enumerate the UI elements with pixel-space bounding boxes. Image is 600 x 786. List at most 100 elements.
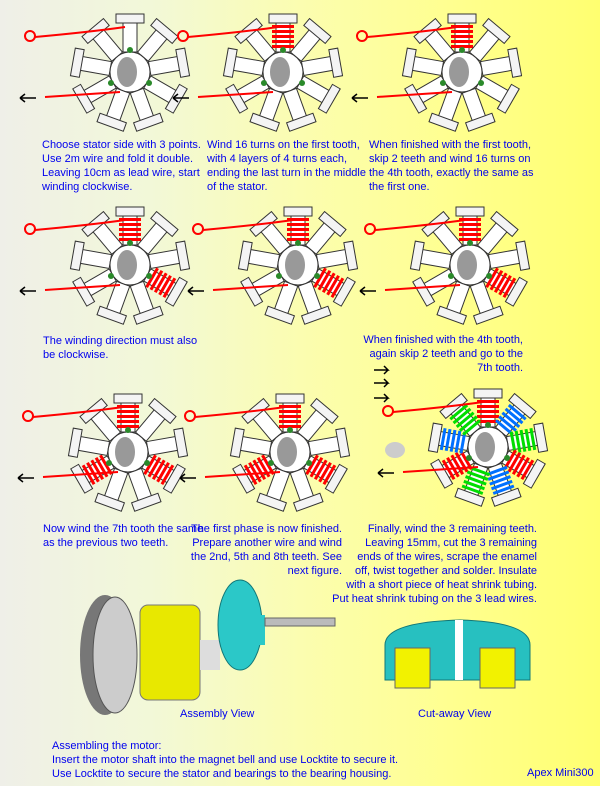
coil-winding — [485, 267, 499, 289]
stator-tooth — [483, 267, 528, 307]
mounting-point — [267, 460, 274, 466]
direction-arrow-icon — [187, 286, 204, 296]
mounting-point — [459, 47, 465, 53]
stator-tooth — [300, 47, 344, 78]
stator-bore — [475, 432, 495, 462]
input-arrow-icon — [374, 393, 390, 403]
coil-winding — [279, 415, 301, 418]
stator-tooth — [229, 427, 273, 458]
coil-winding — [147, 456, 162, 478]
coil-winding — [119, 228, 141, 231]
coil-winding — [279, 425, 301, 428]
stator-tooth — [115, 206, 145, 246]
coil-winding — [153, 272, 168, 294]
direction-arrow-icon — [19, 286, 36, 296]
stator-tooth — [476, 210, 519, 255]
coil-winding — [459, 223, 481, 226]
return-wire — [42, 471, 119, 478]
coil-winding — [501, 411, 521, 429]
coil-winding — [143, 454, 157, 476]
mounting-point — [306, 460, 313, 466]
coil-winding — [463, 479, 485, 491]
coil-winding — [309, 456, 324, 478]
stator-tooth — [129, 280, 164, 325]
stator-tooth — [240, 268, 285, 307]
mounting-point — [144, 460, 151, 466]
mounting-point — [467, 240, 473, 246]
stator-4 — [69, 206, 191, 325]
stator-tooth — [136, 210, 179, 255]
mounting-point — [465, 455, 472, 461]
mounting-point — [105, 460, 112, 466]
coil-winding — [459, 415, 478, 432]
mounting-point — [127, 240, 133, 246]
stator-tooth — [67, 427, 111, 458]
coil-winding — [495, 419, 514, 436]
coil-winding — [461, 484, 484, 495]
mounting-point — [260, 80, 267, 86]
coil-winding — [465, 475, 487, 486]
mounting-point — [314, 273, 321, 279]
stator-tooth — [413, 17, 456, 62]
coil-winding — [524, 428, 532, 452]
coil-winding — [466, 470, 489, 481]
mounting-point — [146, 273, 153, 279]
mounting-point — [447, 273, 454, 279]
coil-winding — [511, 454, 526, 476]
lead-wire — [187, 26, 279, 38]
stator-bore — [277, 437, 297, 467]
coil-winding — [516, 456, 530, 478]
wire-end-loop — [364, 223, 376, 235]
lead-wire — [366, 26, 458, 38]
coil-winding — [477, 405, 499, 408]
mounting-point — [504, 455, 511, 461]
lead-wire — [202, 219, 294, 231]
coil-winding — [459, 238, 481, 241]
stator-tooth — [113, 393, 143, 433]
coil-winding — [520, 459, 535, 481]
coil-winding — [450, 454, 465, 476]
stator-bore — [117, 57, 137, 87]
coil-winding — [151, 459, 166, 481]
coil-winding — [446, 456, 460, 478]
coil-winding — [162, 277, 177, 299]
stator-tooth — [454, 462, 491, 507]
stator-tooth — [249, 87, 284, 132]
coil-winding — [272, 35, 294, 38]
stator-3 — [401, 13, 523, 132]
coil-winding — [455, 411, 475, 429]
wire-end-loop — [184, 410, 196, 422]
lead-wire — [194, 406, 286, 418]
coil-winding — [459, 218, 481, 221]
return-wire — [212, 284, 289, 291]
mounting-point — [146, 80, 153, 86]
coil-winding — [492, 484, 515, 495]
coil-winding — [514, 430, 522, 453]
coil-winding — [452, 407, 472, 425]
cutaway-view-illustration — [384, 619, 531, 689]
mounting-point — [125, 427, 131, 433]
coil-winding — [86, 461, 100, 483]
step-7-caption: The first phase is now finished.Prepare … — [190, 523, 342, 577]
coil-winding — [272, 30, 294, 33]
coil-winding — [156, 461, 170, 483]
coil-winding — [261, 454, 275, 476]
return-wire — [197, 91, 274, 98]
credit-label: Apex Mini300 — [527, 767, 594, 779]
lead-wire — [34, 219, 126, 231]
input-arrow-icon — [374, 365, 390, 375]
coil-winding — [279, 410, 301, 413]
coil-winding — [477, 410, 499, 413]
coil-winding — [468, 465, 491, 477]
coil-winding — [287, 228, 309, 231]
step-5-caption: When finished with the 4th tooth,again s… — [363, 334, 523, 374]
return-wire — [376, 91, 453, 98]
stator-tooth — [447, 13, 477, 53]
wire-end-loop — [24, 223, 36, 235]
coil-winding — [313, 459, 328, 481]
coil-winding — [248, 461, 262, 483]
coil-winding — [454, 430, 462, 453]
stator-tooth — [473, 388, 503, 428]
coil-winding — [160, 464, 175, 486]
